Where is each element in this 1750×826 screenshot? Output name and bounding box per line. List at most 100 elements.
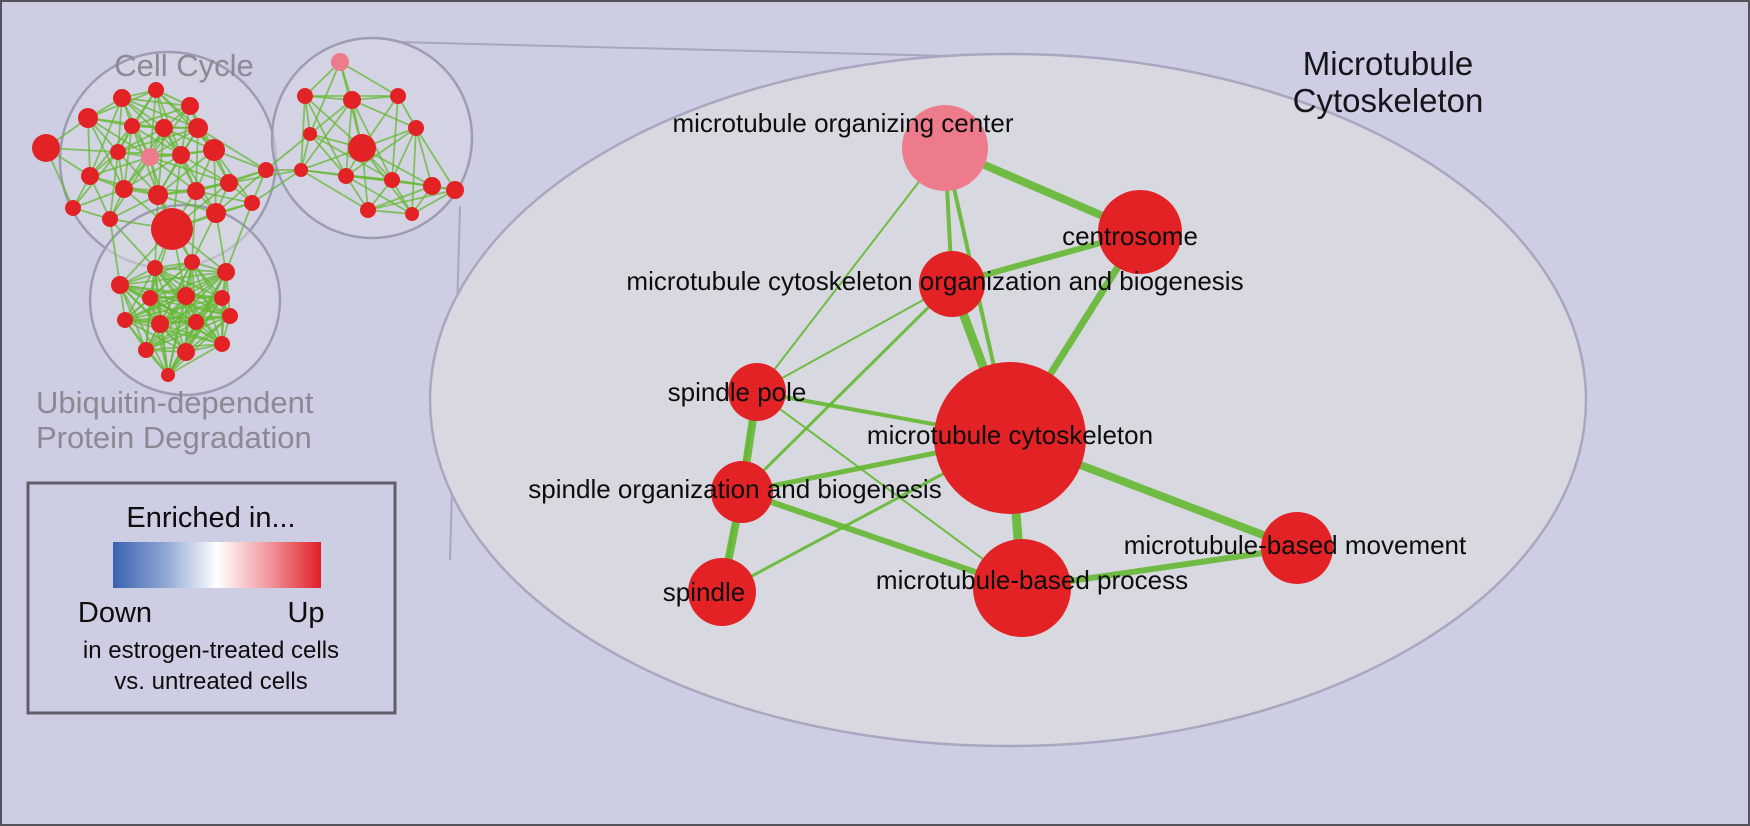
detail-title-line2: Cytoskeleton: [1293, 82, 1484, 119]
overview-node: [408, 120, 424, 136]
overview-edge: [300, 99, 353, 171]
node-label-spindle-pole: spindle pole: [668, 377, 807, 407]
overview-edge: [167, 343, 223, 376]
overview-node: [155, 119, 173, 137]
overview-edge: [415, 127, 433, 187]
overview-edge: [124, 297, 223, 321]
overview-node: [338, 168, 354, 184]
overview-edge: [149, 156, 197, 192]
overview-edge: [215, 169, 267, 214]
overview-edge: [159, 323, 223, 345]
overview-node: [214, 290, 230, 306]
detail-node-centrosome: [1098, 190, 1182, 274]
detail-edge-spindle_pole-mb_process: [756, 391, 1023, 589]
overview-node: [113, 89, 131, 107]
overview-edge: [145, 297, 151, 351]
node-label-spindle-organization: spindle organization and biogenesis: [528, 474, 941, 504]
overview-edge: [123, 125, 133, 190]
zoom-connector-top: [396, 41, 989, 58]
detail-node-mc: [934, 362, 1086, 514]
detail-node-moc: [902, 105, 988, 191]
overview-node: [110, 144, 126, 160]
node-label-microtubule-based-process: microtubule-based process: [876, 565, 1188, 595]
overview-node: [217, 263, 235, 281]
overview-node: [384, 172, 400, 188]
overview-node: [360, 202, 376, 218]
overview-edge: [72, 188, 125, 209]
overview-node: [294, 163, 308, 177]
overview-node: [117, 312, 133, 328]
overview-node: [206, 203, 226, 223]
overview-node: [124, 118, 140, 134]
node-label-microtubule-cytoskeleton-organization: microtubule cytoskeleton organization an…: [626, 266, 1243, 296]
overview-edge: [391, 95, 399, 181]
overview-network: [32, 36, 474, 397]
overview-edge: [109, 218, 156, 269]
overview-edge: [87, 117, 125, 190]
overview-node: [203, 139, 225, 161]
node-label-microtubule-based-movement: microtubule-based movement: [1124, 530, 1467, 560]
detail-node-mb_process: [973, 539, 1071, 637]
overview-node: [177, 343, 195, 361]
overview-edge: [145, 297, 223, 351]
overview-node: [220, 174, 238, 192]
overview-edge: [197, 127, 267, 171]
overview-edge: [124, 319, 187, 353]
overview-edge: [149, 271, 227, 299]
overview-node: [177, 287, 195, 305]
overview-edge: [149, 89, 157, 158]
overview-edge: [149, 297, 169, 376]
detail-edge-mc_org-spindle_org: [740, 282, 954, 494]
overview-node: [244, 195, 260, 211]
node-label-centrosome: centrosome: [1062, 221, 1198, 251]
overview-node: [181, 97, 199, 115]
overview-node: [343, 91, 361, 109]
overview-node: [184, 254, 200, 270]
detail-node-mb_movement: [1261, 512, 1333, 584]
overview-node: [115, 180, 133, 198]
overview-edge: [345, 127, 417, 177]
overview-edge: [145, 321, 197, 351]
legend-title: Enriched in...: [126, 502, 295, 534]
overview-node: [142, 290, 158, 306]
legend-caption-line1: in estrogen-treated cells: [83, 637, 339, 664]
legend: Enriched in... Down Up in estrogen-treat…: [26, 481, 397, 715]
overview-node: [405, 207, 419, 221]
ubiquitin-label-line1: Ubiquitin-dependent: [36, 385, 314, 420]
overview-edge: [391, 127, 417, 181]
legend-gradient-bar: [113, 542, 321, 588]
overview-node: [297, 88, 313, 104]
detail-node-spindle: [688, 558, 756, 626]
overview-node: [148, 82, 164, 98]
overview-node: [423, 177, 441, 195]
overview-edge: [367, 185, 433, 211]
overview-edge: [121, 97, 191, 107]
overview-node: [138, 342, 154, 358]
overview-edge: [131, 105, 191, 127]
overview-edge: [191, 190, 197, 263]
overview-edge: [124, 267, 156, 321]
legend-box: [26, 481, 397, 715]
overview-node: [188, 314, 204, 330]
overview-node: [78, 108, 98, 128]
detail-edge-mc_org-spindle_pole: [756, 283, 953, 393]
detail-network: [688, 105, 1333, 637]
overview-node: [187, 182, 205, 200]
overview-edge: [124, 315, 231, 321]
overview-edge: [225, 202, 253, 273]
overview-edge: [124, 295, 187, 321]
ubiquitin-label-line2: Protein Degradation: [36, 420, 312, 455]
overview-node: [214, 336, 230, 352]
overview-node: [188, 118, 208, 138]
detail-node-spindle_pole: [728, 363, 786, 421]
node-label-microtubule-cytoskeleton: microtubule cytoskeleton: [867, 420, 1153, 450]
overview-node: [222, 308, 238, 324]
overview-node: [303, 127, 317, 141]
overview-edge: [367, 189, 456, 211]
overview-edge: [167, 295, 187, 376]
overview-node: [148, 185, 168, 205]
legend-up-label: Up: [287, 597, 324, 629]
overview-node: [151, 315, 169, 333]
